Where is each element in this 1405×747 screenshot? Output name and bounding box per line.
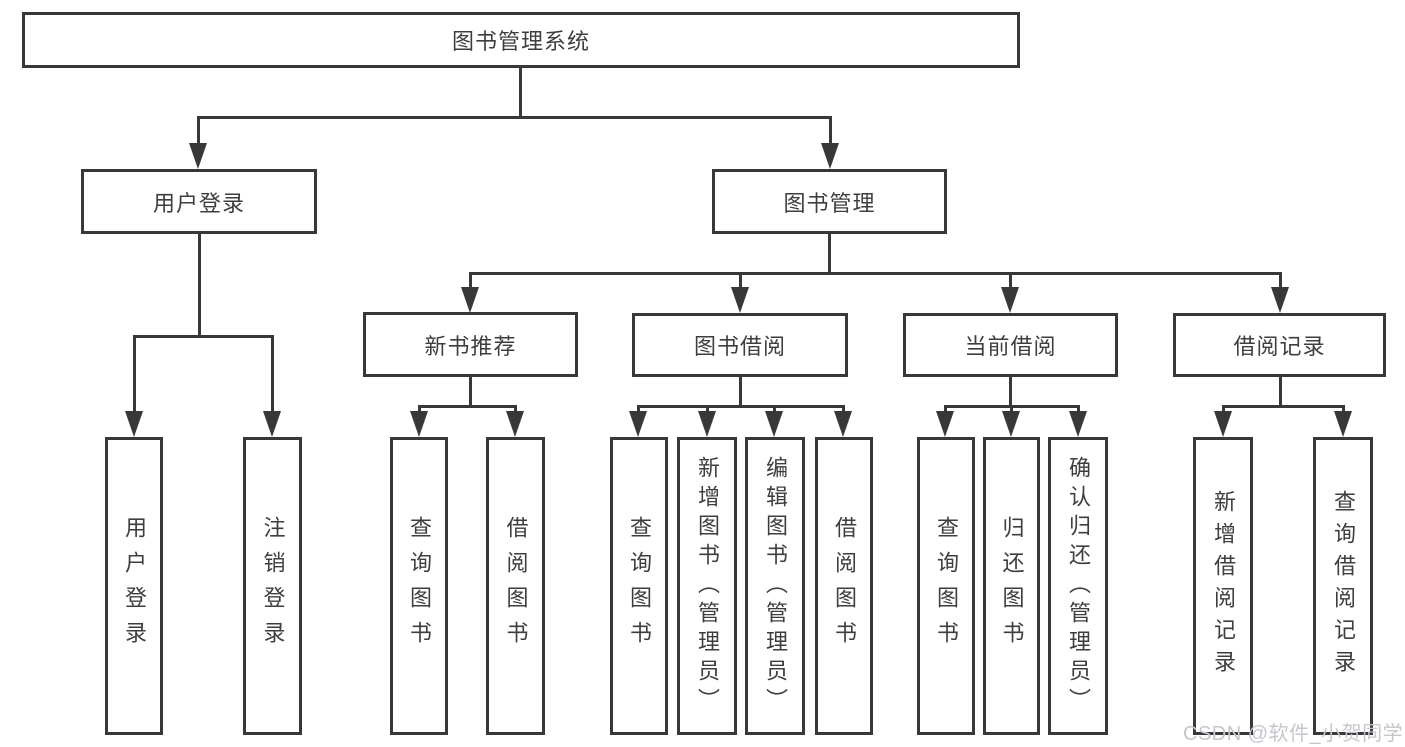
arrow-head [698,411,716,437]
leaf-borrow-book-recommend: 借阅图书 [486,437,545,735]
connector-line [738,375,742,407]
connector-line [197,232,201,337]
leaf-add-borrow-record: 新增借阅记录 [1193,437,1253,735]
connector-line [943,405,947,415]
connector-line [943,404,1080,408]
arrow-head [189,143,207,169]
leaf-query-book-recommend-label: 查询图书 [407,516,432,656]
watermark: CSDN @软件_小贺同学 [1183,723,1404,745]
node-book-management-label: 图书管理 [783,190,876,216]
arrow-head [629,411,647,437]
connector-line [1278,375,1282,407]
arrow-head [936,411,954,437]
leaf-borrow-book: 借阅图书 [815,437,873,735]
node-new-book-recommend-label: 新书推荐 [424,333,517,359]
connector-line [468,375,472,407]
leaf-logout: 注销登录 [243,437,302,735]
connector-line [841,405,845,415]
leaf-add-borrow-record-label: 新增借阅记录 [1211,490,1236,682]
connector-line [636,405,640,415]
connector-line [1341,405,1345,415]
arrow-head [834,411,852,437]
leaf-confirm-return-admin-label: 确认归还（管理员） [1066,455,1091,717]
connector-line [1278,272,1282,291]
node-borrow-record: 借阅记录 [1173,313,1386,377]
leaf-query-book-current-label: 查询图书 [934,516,959,656]
leaf-query-book-recommend: 查询图书 [390,437,448,735]
arrow-head [1069,411,1087,437]
node-book-borrow: 图书借阅 [632,313,848,377]
node-root: 图书管理系统 [22,12,1020,68]
leaf-query-borrow-record: 查询借阅记录 [1313,437,1373,735]
leaf-confirm-return-admin: 确认归还（管理员） [1048,437,1108,735]
arrow-head [263,411,281,437]
connector-line [417,405,421,415]
leaf-user-login-label: 用户登录 [122,516,147,656]
connector-line [738,272,742,291]
connector-line [636,404,845,408]
arrow-head [1214,411,1232,437]
arrow-head [1271,287,1289,313]
leaf-query-borrow-record-label: 查询借阅记录 [1331,490,1356,682]
connector-line [705,405,709,415]
leaf-edit-book-admin-label: 编辑图书（管理员） [763,455,788,717]
connector-line [196,116,200,147]
node-book-borrow-label: 图书借阅 [693,334,786,359]
leaf-return-book: 归还图书 [983,437,1040,735]
arrow-head [1002,411,1020,437]
node-book-management: 图书管理 [712,169,947,234]
connector-line [1008,272,1012,291]
leaf-query-book-borrow-label: 查询图书 [627,516,652,656]
node-user-login-label: 用户登录 [152,190,245,216]
connector-line [518,68,522,118]
node-current-borrow-label: 当前借阅 [964,334,1057,359]
connector-line [468,272,472,291]
leaf-user-login: 用户登录 [105,437,163,735]
leaf-return-book-label: 归还图书 [999,516,1025,656]
node-new-book-recommend: 新书推荐 [363,312,578,377]
connector-line [1009,405,1013,415]
connector-line [196,115,832,119]
node-user-login: 用户登录 [81,169,317,234]
connector-line [270,335,274,415]
leaf-add-book-admin-label: 新增图书（管理员） [695,455,720,717]
connector-line [132,335,136,415]
connector-line [513,405,517,415]
connector-line [1221,405,1225,415]
node-borrow-record-label: 借阅记录 [1233,334,1326,359]
leaf-borrow-book-label: 借阅图书 [832,516,857,656]
arrow-head [461,287,479,313]
node-root-label: 图书管理系统 [451,29,590,54]
arrow-head [731,287,749,313]
connector-line [132,334,274,338]
node-current-borrow: 当前借阅 [903,313,1118,377]
connector-line [1076,405,1080,415]
arrow-head [765,411,783,437]
arrow-head [506,411,524,437]
leaf-query-book-current: 查询图书 [917,437,975,735]
arrow-head [125,411,143,437]
connector-line [827,232,831,275]
arrow-head [821,143,839,169]
connector-line [468,271,1282,275]
leaf-logout-label: 注销登录 [260,516,286,656]
connector-line [772,405,776,415]
connector-line [417,404,517,408]
connector-line [1221,404,1345,408]
leaf-edit-book-admin: 编辑图书（管理员） [745,437,805,735]
leaf-borrow-book-recommend-label: 借阅图书 [503,516,529,656]
connector-line [1008,375,1012,407]
leaf-query-book-borrow: 查询图书 [610,437,668,735]
arrow-head [1001,287,1019,313]
leaf-add-book-admin: 新增图书（管理员） [677,437,737,735]
arrow-head [1334,411,1352,437]
arrow-head [410,411,428,437]
connector-line [828,116,832,147]
